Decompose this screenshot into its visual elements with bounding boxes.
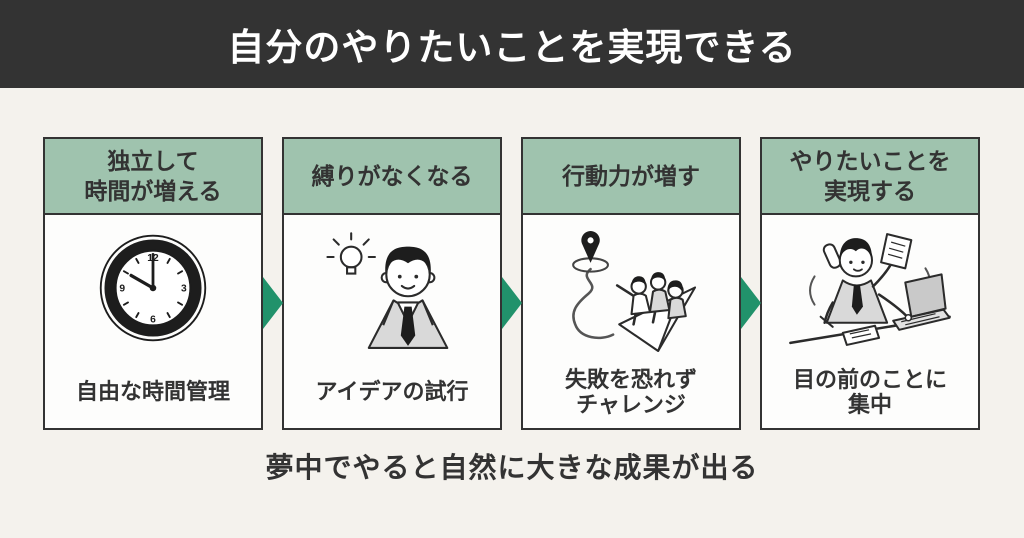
step-3-illustration (523, 215, 739, 361)
step-1-caption: 自由な時間管理 (75, 379, 230, 404)
step-1-title: 独立して 時間が増える (45, 139, 261, 215)
step-2-caption: アイデアの試行 (315, 379, 469, 404)
step-2-title: 縛りがなくなる (284, 139, 500, 215)
svg-text:9: 9 (119, 284, 125, 295)
step-4-illustration (762, 215, 978, 361)
step-card-3: 行動力が増す (521, 137, 741, 430)
svg-text:6: 6 (150, 315, 156, 326)
arrow-right-icon (263, 277, 283, 329)
clock-icon: 12 3 6 9 (99, 234, 207, 342)
step-card-2: 縛りがなくなる (282, 137, 502, 430)
idea-person-icon (326, 232, 449, 349)
page-title: 自分のやりたいことを実現できる (227, 27, 797, 68)
team-paper-plane-icon (572, 231, 697, 352)
step-2-illustration (284, 215, 500, 361)
bottom-tagline: 夢中でやると自然に大きな成果が出る (265, 452, 759, 483)
step-4-caption: 目の前のことに 集中 (792, 366, 947, 417)
title-banner: 自分のやりたいことを実現できる (0, 0, 1024, 88)
arrow-right-icon (502, 277, 522, 329)
busy-worker-icon (789, 233, 951, 346)
svg-text:3: 3 (181, 284, 187, 295)
step-3-caption: 失敗を恐れず チャレンジ (564, 366, 697, 417)
arrow-right-icon (741, 277, 761, 329)
step-card-1: 独立して 時間が増える 12 3 6 9 (43, 137, 263, 430)
step-1-illustration: 12 3 6 9 (45, 215, 261, 361)
step-3-title: 行動力が増す (523, 139, 739, 215)
step-card-4: やりたいことを 実現する (760, 137, 980, 430)
step-4-title: やりたいことを 実現する (762, 139, 978, 215)
